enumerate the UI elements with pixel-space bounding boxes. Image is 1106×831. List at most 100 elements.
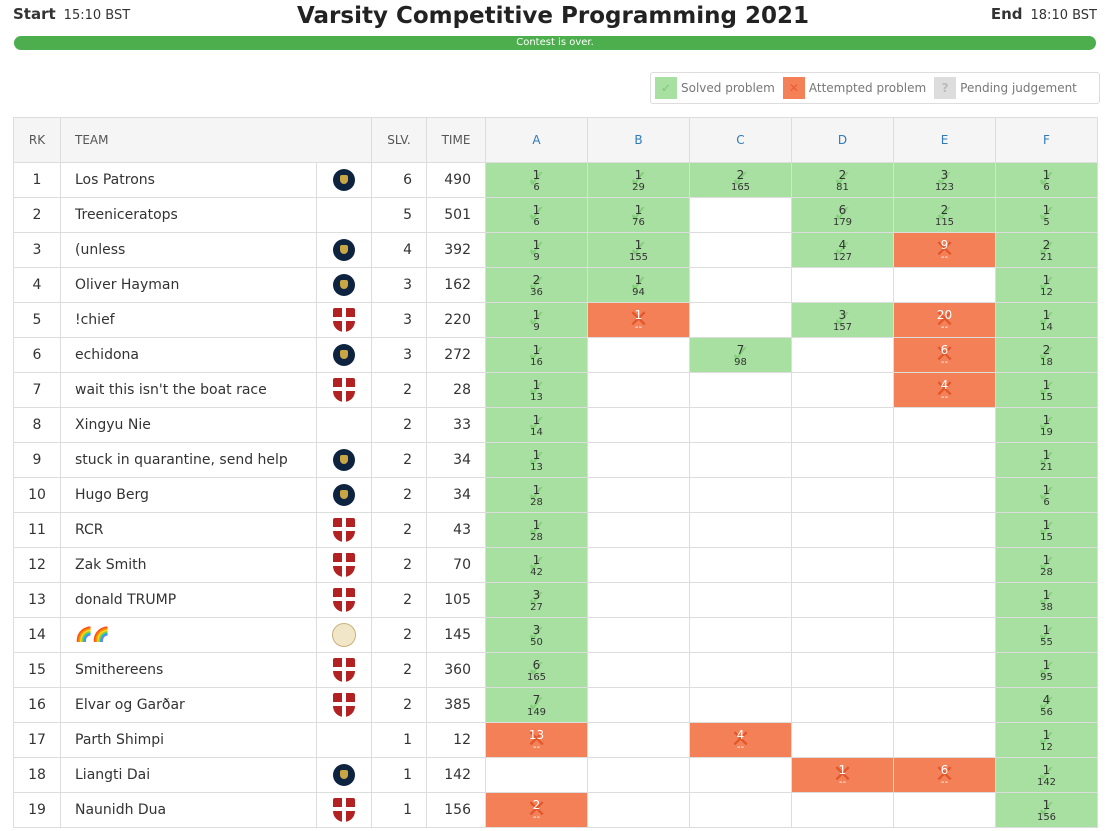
problem-e-cell[interactable]: ✕9-- xyxy=(893,232,996,268)
col-problem-a[interactable]: A xyxy=(485,117,588,163)
penalty-time: 156 xyxy=(426,792,486,828)
problem-b-cell[interactable]: ✕1-- xyxy=(587,302,690,338)
team-name[interactable]: RCR xyxy=(60,512,317,548)
problem-e-cell[interactable]: ✕20-- xyxy=(893,302,996,338)
team-name[interactable]: stuck in quarantine, send help xyxy=(60,442,317,478)
team-affiliation xyxy=(316,372,372,408)
team-name[interactable]: Xingyu Nie xyxy=(60,407,317,443)
team-name[interactable]: Elvar og Garðar xyxy=(60,687,317,723)
team-affiliation xyxy=(316,162,372,198)
penalty-time: 501 xyxy=(426,197,486,233)
team-affiliation xyxy=(316,792,372,828)
team-name[interactable]: donald TRUMP xyxy=(60,582,317,618)
attempt-count: 1 xyxy=(532,237,541,252)
team-name[interactable]: Hugo Berg xyxy=(60,477,317,513)
solve-time: 81 xyxy=(836,181,849,193)
team-name[interactable]: 🌈🌈 xyxy=(60,617,317,653)
solve-time: 5 xyxy=(1043,216,1050,228)
legend: ✓ Solved problem ✕ Attempted problem ? P… xyxy=(650,72,1100,104)
team-name[interactable]: !chief xyxy=(60,302,317,338)
col-problem-b[interactable]: B xyxy=(587,117,690,163)
problem-c-cell[interactable]: ✕4-- xyxy=(689,722,792,758)
problem-a-cell[interactable]: ✕13-- xyxy=(485,722,588,758)
team-name[interactable]: Zak Smith xyxy=(60,547,317,583)
problem-c-cell xyxy=(689,442,792,478)
problem-a-cell[interactable]: ✕2-- xyxy=(485,792,588,828)
problem-d-cell[interactable]: ✕1-- xyxy=(791,757,894,793)
check-icon: ✓ xyxy=(655,77,677,99)
problem-d-cell xyxy=(791,547,894,583)
team-name[interactable]: Treeniceratops xyxy=(60,197,317,233)
solve-time: 6 xyxy=(1043,496,1050,508)
col-problem-c[interactable]: C xyxy=(689,117,792,163)
problem-e-cell[interactable]: ✕4-- xyxy=(893,372,996,408)
col-problem-d[interactable]: D xyxy=(791,117,894,163)
start-time: 15:10 BST xyxy=(63,8,131,23)
team-name[interactable]: wait this isn't the boat race xyxy=(60,372,317,408)
team-name[interactable]: Liangti Dai xyxy=(60,757,317,793)
col-problem-f[interactable]: F xyxy=(995,117,1098,163)
team-affiliation xyxy=(316,757,372,793)
team-name[interactable]: (unless xyxy=(60,232,317,268)
team-name[interactable]: Naunidh Dua xyxy=(60,792,317,828)
attempt-count: 1 xyxy=(1042,517,1051,532)
team-name[interactable]: echidona xyxy=(60,337,317,373)
team-name[interactable]: Smithereens xyxy=(60,652,317,688)
team-name[interactable]: Los Patrons xyxy=(60,162,317,198)
problem-b-cell xyxy=(587,757,690,793)
problem-e-cell[interactable]: ✕6-- xyxy=(893,757,996,793)
col-problem-e[interactable]: E xyxy=(893,117,996,163)
team-name[interactable]: Oliver Hayman xyxy=(60,267,317,303)
team-name[interactable]: Parth Shimpi xyxy=(60,722,317,758)
attempt-count: 1 xyxy=(1042,797,1051,812)
problem-e-cell[interactable]: ✕6-- xyxy=(893,337,996,373)
